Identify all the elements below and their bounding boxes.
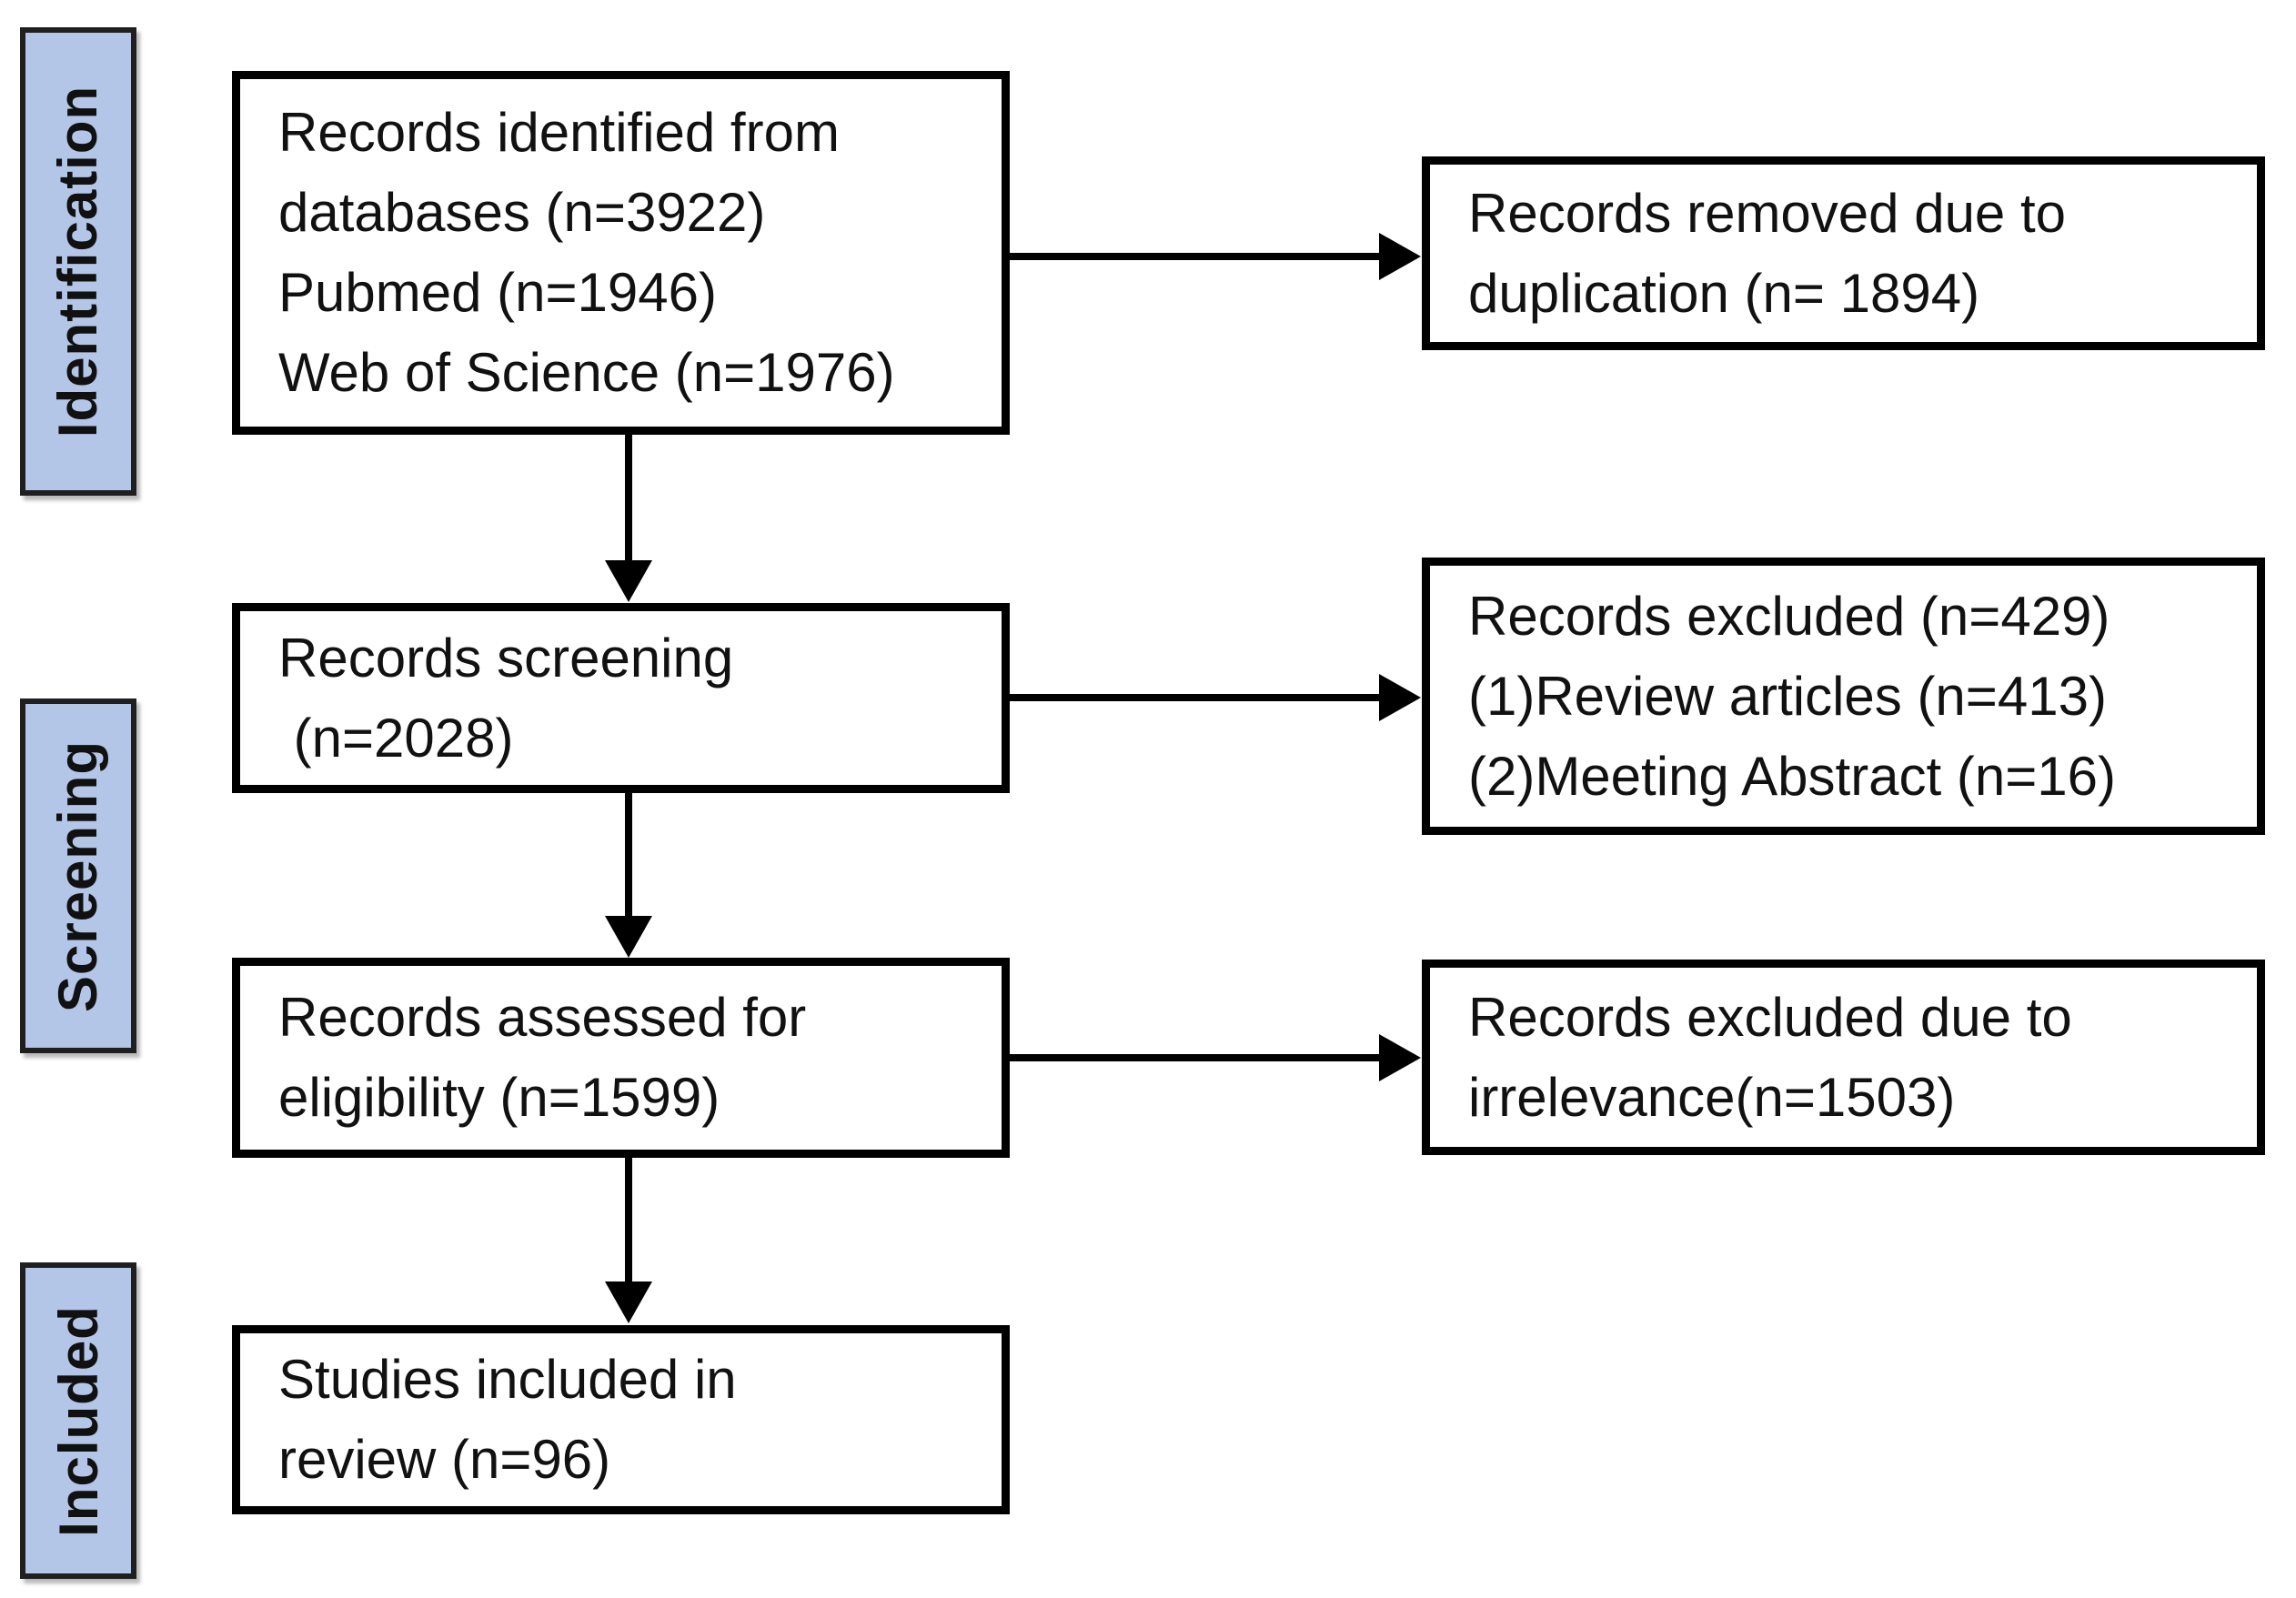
- stage-label-identification: Identification: [20, 27, 136, 496]
- stage-label-identification-text: Identification: [47, 85, 109, 438]
- arrow-identified-to-removed-head-icon: [1379, 233, 1421, 280]
- box-studies-included-review: Studies included in review (n=96): [232, 1325, 1010, 1514]
- box-records-identified: Records identified from databases (n=392…: [232, 71, 1010, 435]
- arrow-assessed-to-included-line: [625, 1158, 632, 1283]
- box-records-assessed-eligibility-text: Records assessed for eligibility (n=1599…: [278, 987, 807, 1128]
- arrow-screening-to-excluded-line: [1010, 694, 1381, 701]
- box-records-excluded-screening-text: Records excluded (n=429) (1)Review artic…: [1468, 585, 2117, 807]
- arrow-identified-to-screening-line: [625, 435, 632, 562]
- box-records-excluded-irrelevance: Records excluded due to irrelevance(n=15…: [1422, 960, 2265, 1155]
- arrow-screening-to-assessed-line: [625, 793, 632, 918]
- arrow-identified-to-removed-line: [1010, 253, 1381, 260]
- arrow-screening-to-assessed-head-icon: [605, 916, 652, 958]
- stage-label-included: Included: [20, 1262, 136, 1579]
- box-records-excluded-screening: Records excluded (n=429) (1)Review artic…: [1422, 558, 2265, 835]
- stage-label-screening: Screening: [20, 698, 136, 1053]
- box-records-assessed-eligibility: Records assessed for eligibility (n=1599…: [232, 958, 1010, 1158]
- arrow-assessed-to-included-head-icon: [605, 1281, 652, 1323]
- arrow-identified-to-screening-head-icon: [605, 560, 652, 602]
- box-records-excluded-irrelevance-text: Records excluded due to irrelevance(n=15…: [1468, 986, 2072, 1128]
- box-records-identified-text: Records identified from databases (n=392…: [278, 102, 895, 403]
- box-records-removed-duplication-text: Records removed due to duplication (n= 1…: [1468, 182, 2067, 324]
- arrow-assessed-to-excluded-line: [1010, 1054, 1381, 1061]
- box-records-screening: Records screening (n=2028): [232, 603, 1010, 793]
- stage-label-included-text: Included: [47, 1304, 109, 1537]
- box-studies-included-review-text: Studies included in review (n=96): [278, 1349, 737, 1490]
- arrow-screening-to-excluded-head-icon: [1379, 674, 1421, 721]
- arrow-assessed-to-excluded-head-icon: [1379, 1034, 1421, 1081]
- box-records-screening-text: Records screening (n=2028): [278, 627, 734, 769]
- box-records-removed-duplication: Records removed due to duplication (n= 1…: [1422, 156, 2265, 350]
- stage-label-screening-text: Screening: [47, 739, 109, 1012]
